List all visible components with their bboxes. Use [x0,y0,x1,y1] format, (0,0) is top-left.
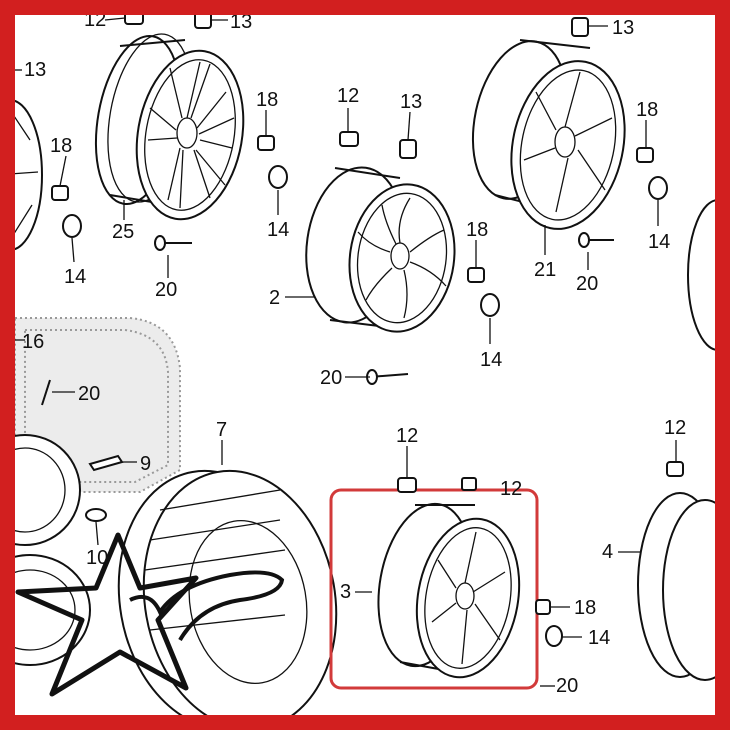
label-12-lowright: 12 [664,417,686,439]
label-13-topright: 13 [612,17,634,39]
leader-lines [15,17,677,687]
label-20-a: 20 [155,279,177,301]
label-14-lower: 14 [588,627,610,649]
label-12-topleft: 12 [84,9,106,31]
wheel-partial-right [687,199,715,351]
label-2: 2 [269,287,280,309]
label-12-lower: 12 [396,425,418,447]
label-12-mid: 12 [337,85,359,107]
label-13-left: 13 [24,59,46,81]
wheel-25 [94,33,245,221]
wheel-partial-left [15,99,43,251]
label-9: 9 [140,453,151,475]
label-16: 16 [22,331,44,353]
label-18-right: 18 [636,99,658,121]
label-14-a: 14 [267,219,289,241]
label-20-left: 20 [78,383,100,405]
part-labels: 12 13 13 18 14 25 18 14 20 12 13 18 14 2… [22,9,686,697]
tire-7 [117,469,338,715]
label-4: 4 [602,541,613,563]
wheel-3 [377,502,521,679]
label-25: 25 [112,221,134,243]
label-18-mid: 18 [466,219,488,241]
label-18-left: 18 [50,135,72,157]
star-logo-icon [15,532,285,697]
wheel-2 [305,166,456,333]
label-21: 21 [534,259,556,281]
label-18-a: 18 [256,89,278,111]
label-13-topleft: 13 [230,11,252,33]
label-13-mid: 13 [400,91,422,113]
wheel-4 [637,492,715,681]
label-14-mid: 14 [480,349,502,371]
label-20-lower: 20 [556,675,578,697]
label-18-lower: 18 [574,597,596,619]
label-20-right: 20 [576,273,598,295]
label-14-left: 14 [64,266,86,288]
spare-wheel-partial [15,434,91,666]
wheel-21 [471,39,626,230]
label-7: 7 [216,419,227,441]
label-10: 10 [86,547,108,569]
highlight-box [329,488,539,690]
label-14-right: 14 [648,231,670,253]
label-3: 3 [340,581,351,603]
label-12-partial: 12 [500,478,522,500]
label-20-mid: 20 [320,367,342,389]
